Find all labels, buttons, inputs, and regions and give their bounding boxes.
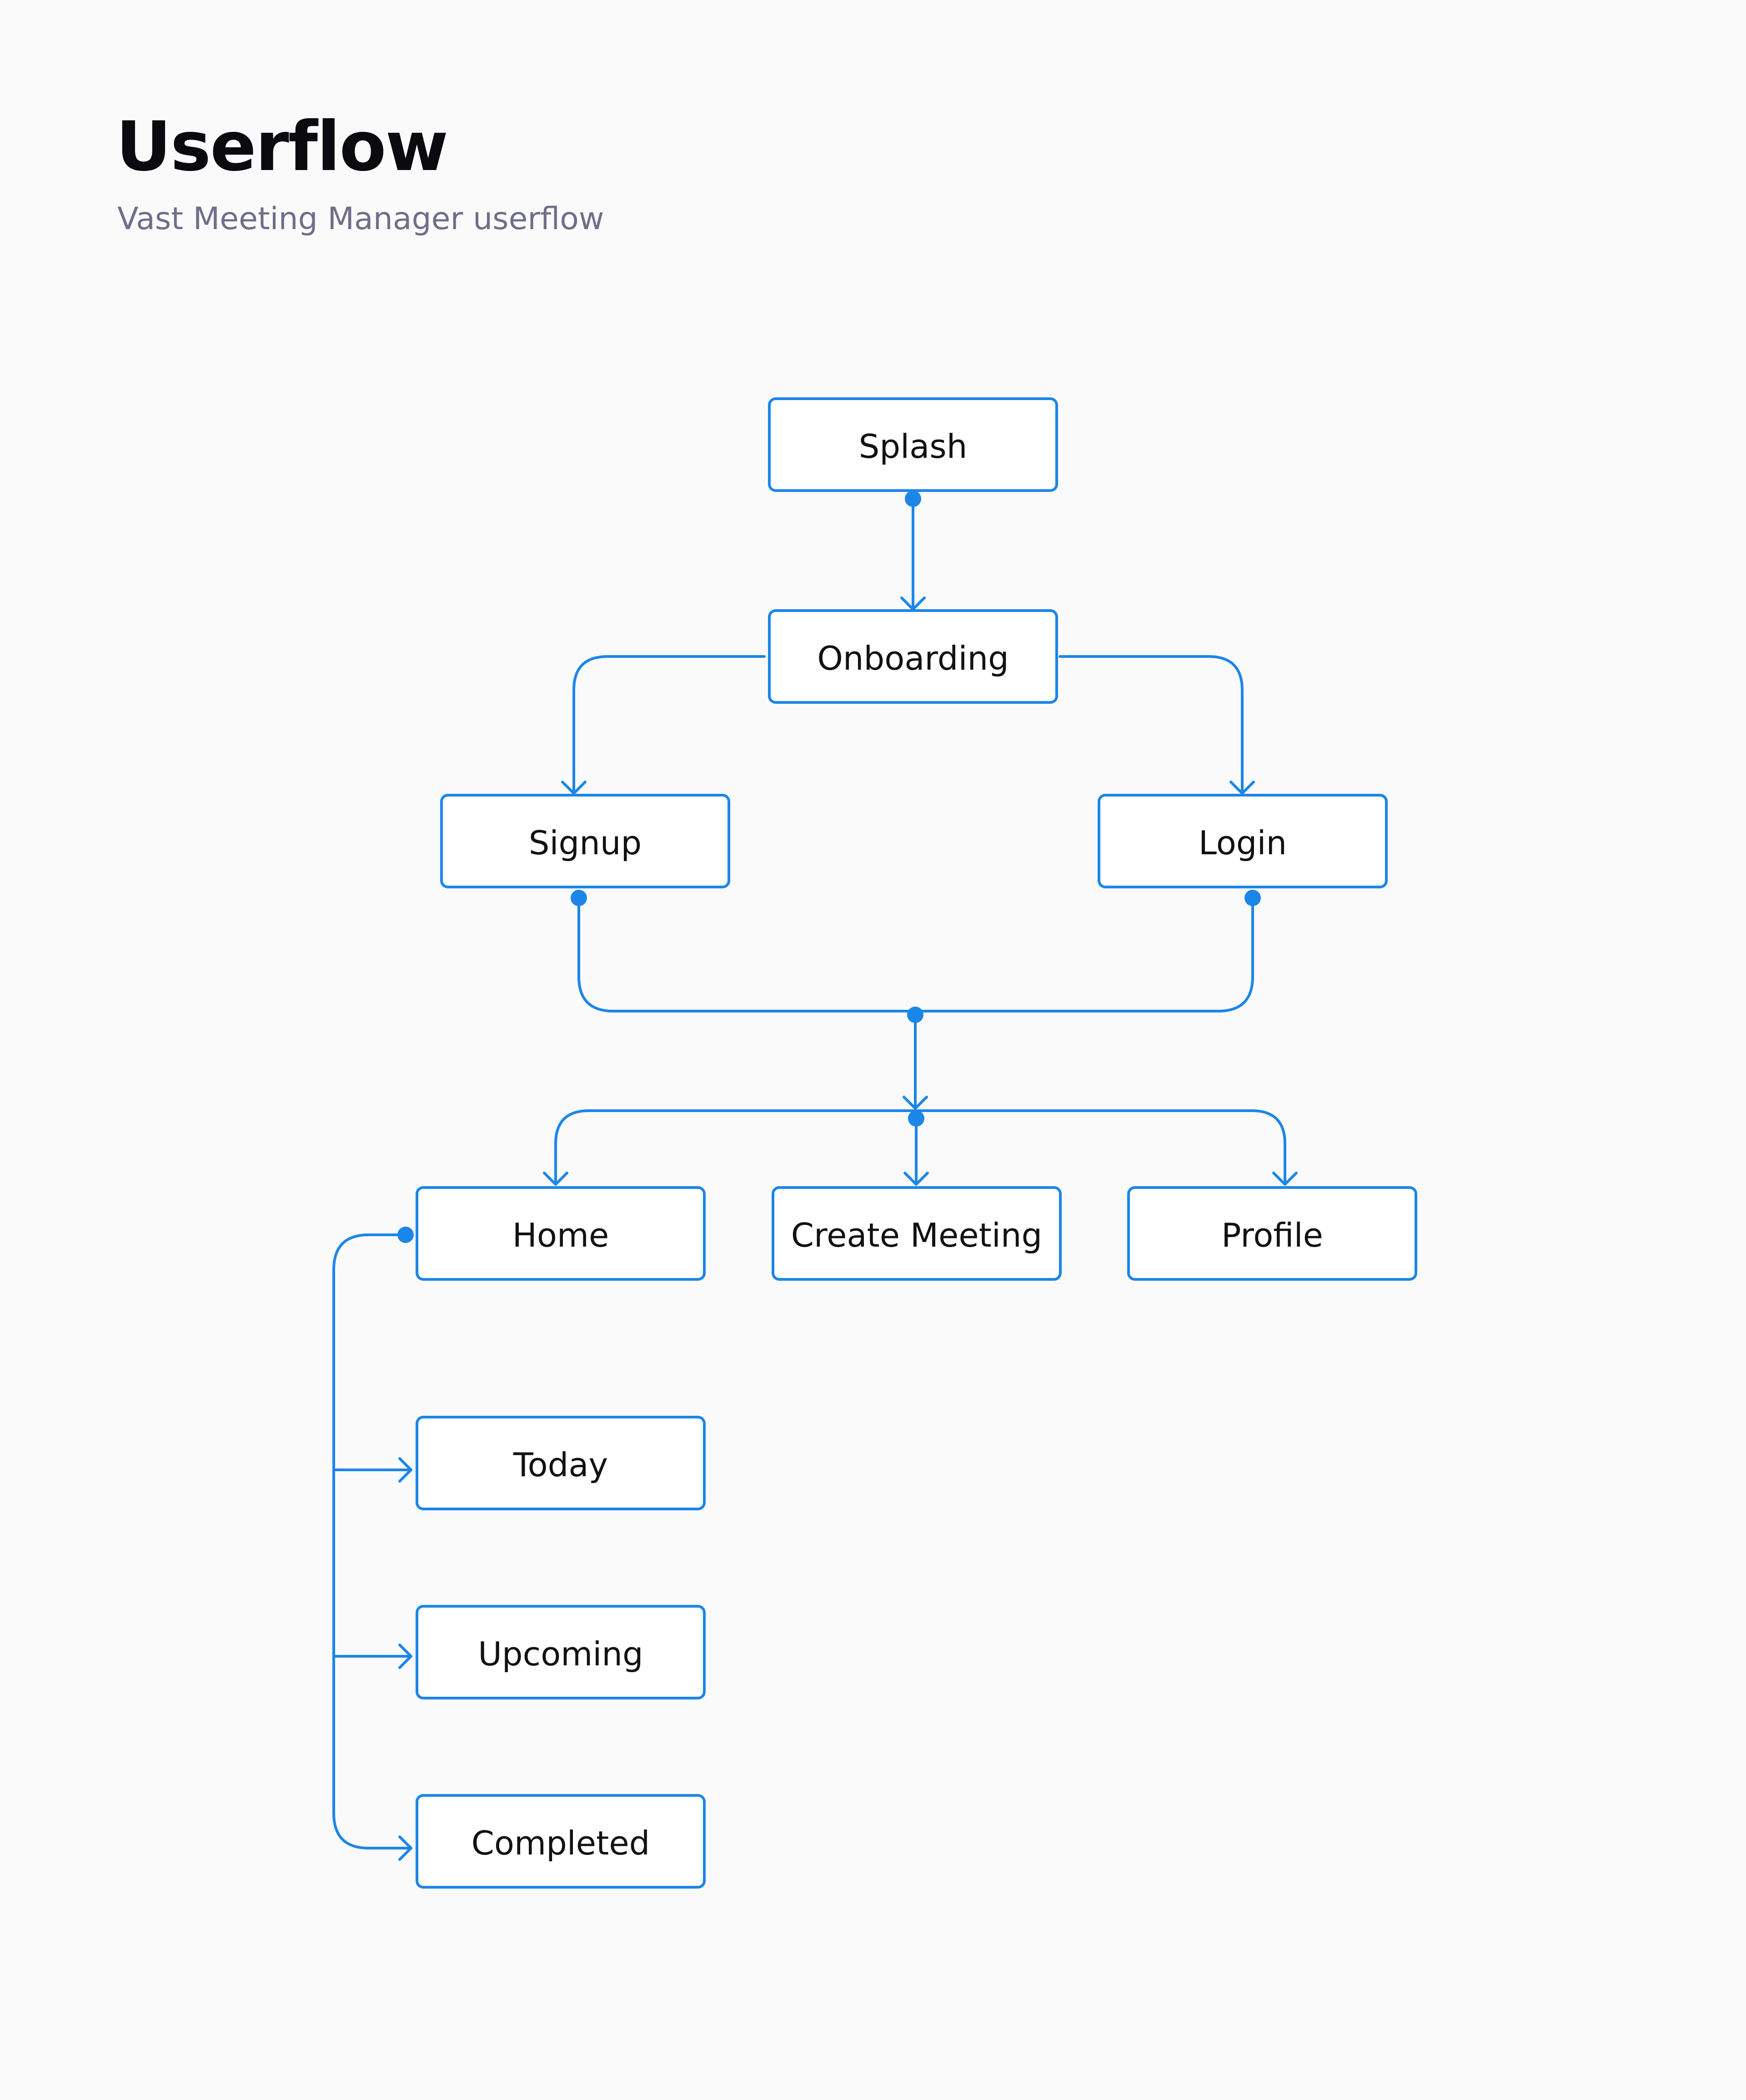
node-profile[interactable]: Profile — [1127, 1186, 1417, 1281]
edge-split-home — [543, 1109, 917, 1186]
node-home-label: Home — [512, 1216, 609, 1254]
node-signup-label: Signup — [529, 824, 642, 862]
edge-home-trunk — [332, 1233, 412, 1849]
node-create-meeting[interactable]: Create Meeting — [772, 1186, 1062, 1281]
node-completed-label: Completed — [472, 1824, 650, 1862]
node-completed[interactable]: Completed — [416, 1794, 706, 1889]
edges — [332, 497, 1298, 1861]
node-signup[interactable]: Signup — [440, 794, 730, 888]
connector-dots — [397, 491, 1261, 1243]
edge-split-profile — [914, 1109, 1298, 1186]
dot-signup — [571, 890, 587, 906]
node-create-meeting-label: Create Meeting — [791, 1216, 1042, 1254]
dot-login — [1244, 890, 1261, 906]
edge-home-today — [332, 1457, 412, 1483]
edge-signup-merge — [577, 897, 917, 1012]
node-login-label: Login — [1199, 824, 1287, 862]
dot-split — [908, 1110, 924, 1127]
node-upcoming[interactable]: Upcoming — [416, 1605, 706, 1699]
edge-home-completed — [398, 1835, 412, 1861]
page-title: Userflow — [116, 107, 448, 186]
node-today-label: Today — [513, 1446, 608, 1484]
node-upcoming-label: Upcoming — [478, 1635, 643, 1673]
edge-home-upcoming — [332, 1644, 412, 1669]
edge-split-create — [903, 1117, 929, 1186]
node-today[interactable]: Today — [416, 1416, 706, 1510]
node-onboarding[interactable]: Onboarding — [768, 609, 1058, 704]
node-profile-label: Profile — [1221, 1216, 1323, 1254]
dot-splash — [905, 491, 921, 507]
node-home[interactable]: Home — [416, 1186, 706, 1281]
edge-merge-down — [903, 1013, 928, 1110]
edge-onboarding-signup — [561, 655, 766, 795]
node-login[interactable]: Login — [1098, 794, 1388, 888]
node-splash[interactable]: Splash — [768, 397, 1058, 492]
node-onboarding-label: Onboarding — [817, 639, 1009, 677]
node-splash-label: Splash — [859, 427, 968, 466]
page-subtitle: Vast Meeting Manager userflow — [117, 201, 604, 237]
dot-home — [397, 1227, 414, 1243]
edge-splash-onboarding — [900, 497, 926, 611]
dot-merge — [907, 1007, 923, 1023]
edge-onboarding-login — [1059, 655, 1255, 795]
edge-login-merge — [914, 897, 1254, 1012]
